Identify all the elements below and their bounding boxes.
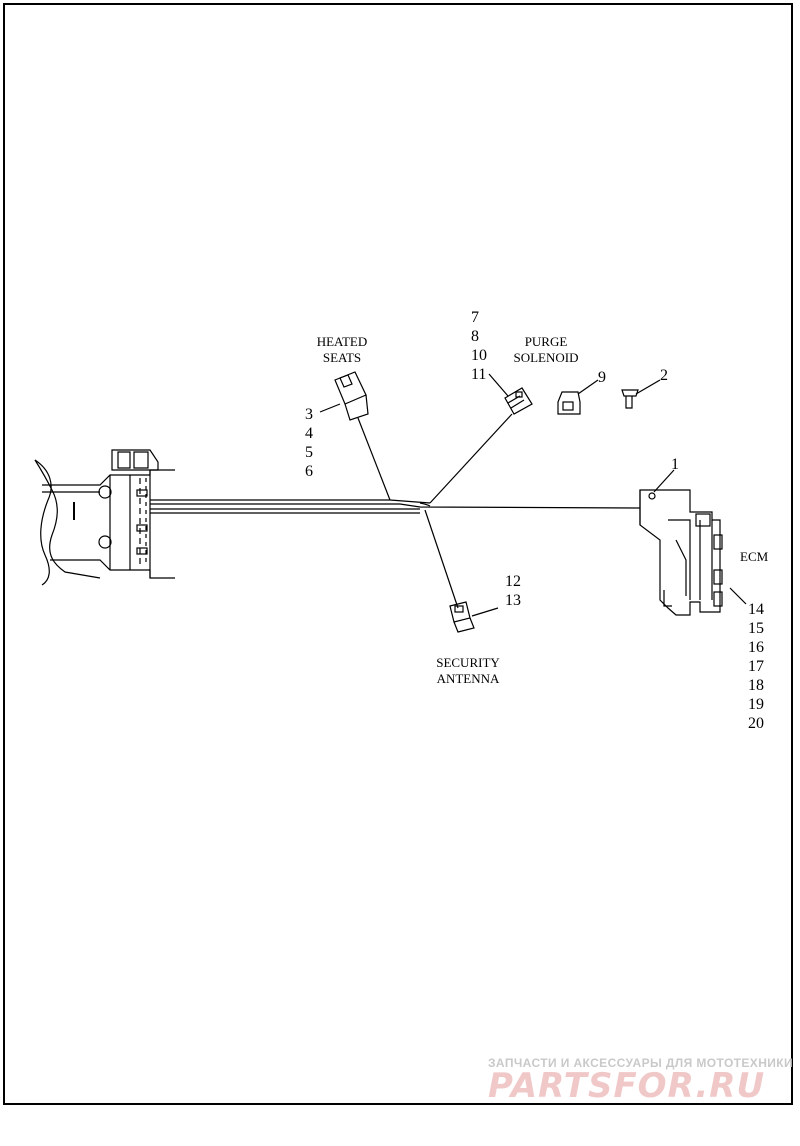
ecm-numbers: 14 15 16 17 18 19 20 — [748, 600, 764, 733]
purge-branch — [429, 413, 513, 504]
part-number: 8 — [471, 328, 479, 345]
antenna-branch — [424, 509, 459, 609]
part-number: 7 — [471, 309, 479, 326]
heated-seats-numbers: 3 4 5 6 — [305, 405, 313, 481]
part-number: 18 — [748, 677, 764, 694]
part-number: 11 — [471, 366, 487, 383]
part-number: 15 — [748, 620, 764, 637]
part-number-1: 1 — [671, 456, 679, 473]
frame-bracket — [34, 449, 175, 586]
part-number: 5 — [305, 444, 313, 461]
heated-seats-branch — [357, 417, 391, 501]
part-number: 20 — [748, 715, 764, 732]
part-number-2: 2 — [660, 367, 668, 384]
purge-solenoid-label: PURGE SOLENOID — [513, 334, 579, 365]
purge-solenoid-part — [557, 391, 581, 415]
antenna-numbers: 12 13 — [505, 572, 521, 610]
part-number: 12 — [505, 573, 521, 590]
heated-seats-label: HEATED SEATS — [316, 334, 368, 365]
purge-connector — [504, 387, 533, 415]
part-number: 6 — [305, 463, 313, 480]
watermark-tagline: ЗАПЧАСТИ И АКСЕССУАРЫ ДЛЯ МОТОТЕХНИКИ — [488, 1056, 794, 1070]
ecm-label: ECM — [740, 549, 769, 564]
part-number: 17 — [748, 658, 764, 675]
part-number: 10 — [471, 347, 487, 364]
watermark-logo: PARTSFOR.RU — [488, 1066, 766, 1106]
clip-part — [621, 389, 639, 409]
part-number-9: 9 — [598, 369, 606, 386]
heated-seats-connector — [334, 371, 369, 421]
part-number: 14 — [748, 601, 764, 618]
part-number: 3 — [305, 406, 313, 423]
leader-lines — [319, 373, 747, 617]
main-harness — [150, 499, 641, 514]
part-number: 4 — [305, 425, 313, 442]
part-number: 19 — [748, 696, 764, 713]
part-number: 13 — [505, 592, 521, 609]
security-antenna-label: SECURITY ANTENNA — [436, 655, 500, 686]
ecm-module — [639, 489, 723, 616]
diagram-border — [3, 3, 793, 1105]
part-number: 16 — [748, 639, 764, 656]
antenna-connector — [449, 601, 475, 633]
purge-numbers: 7 8 10 11 — [471, 308, 487, 384]
